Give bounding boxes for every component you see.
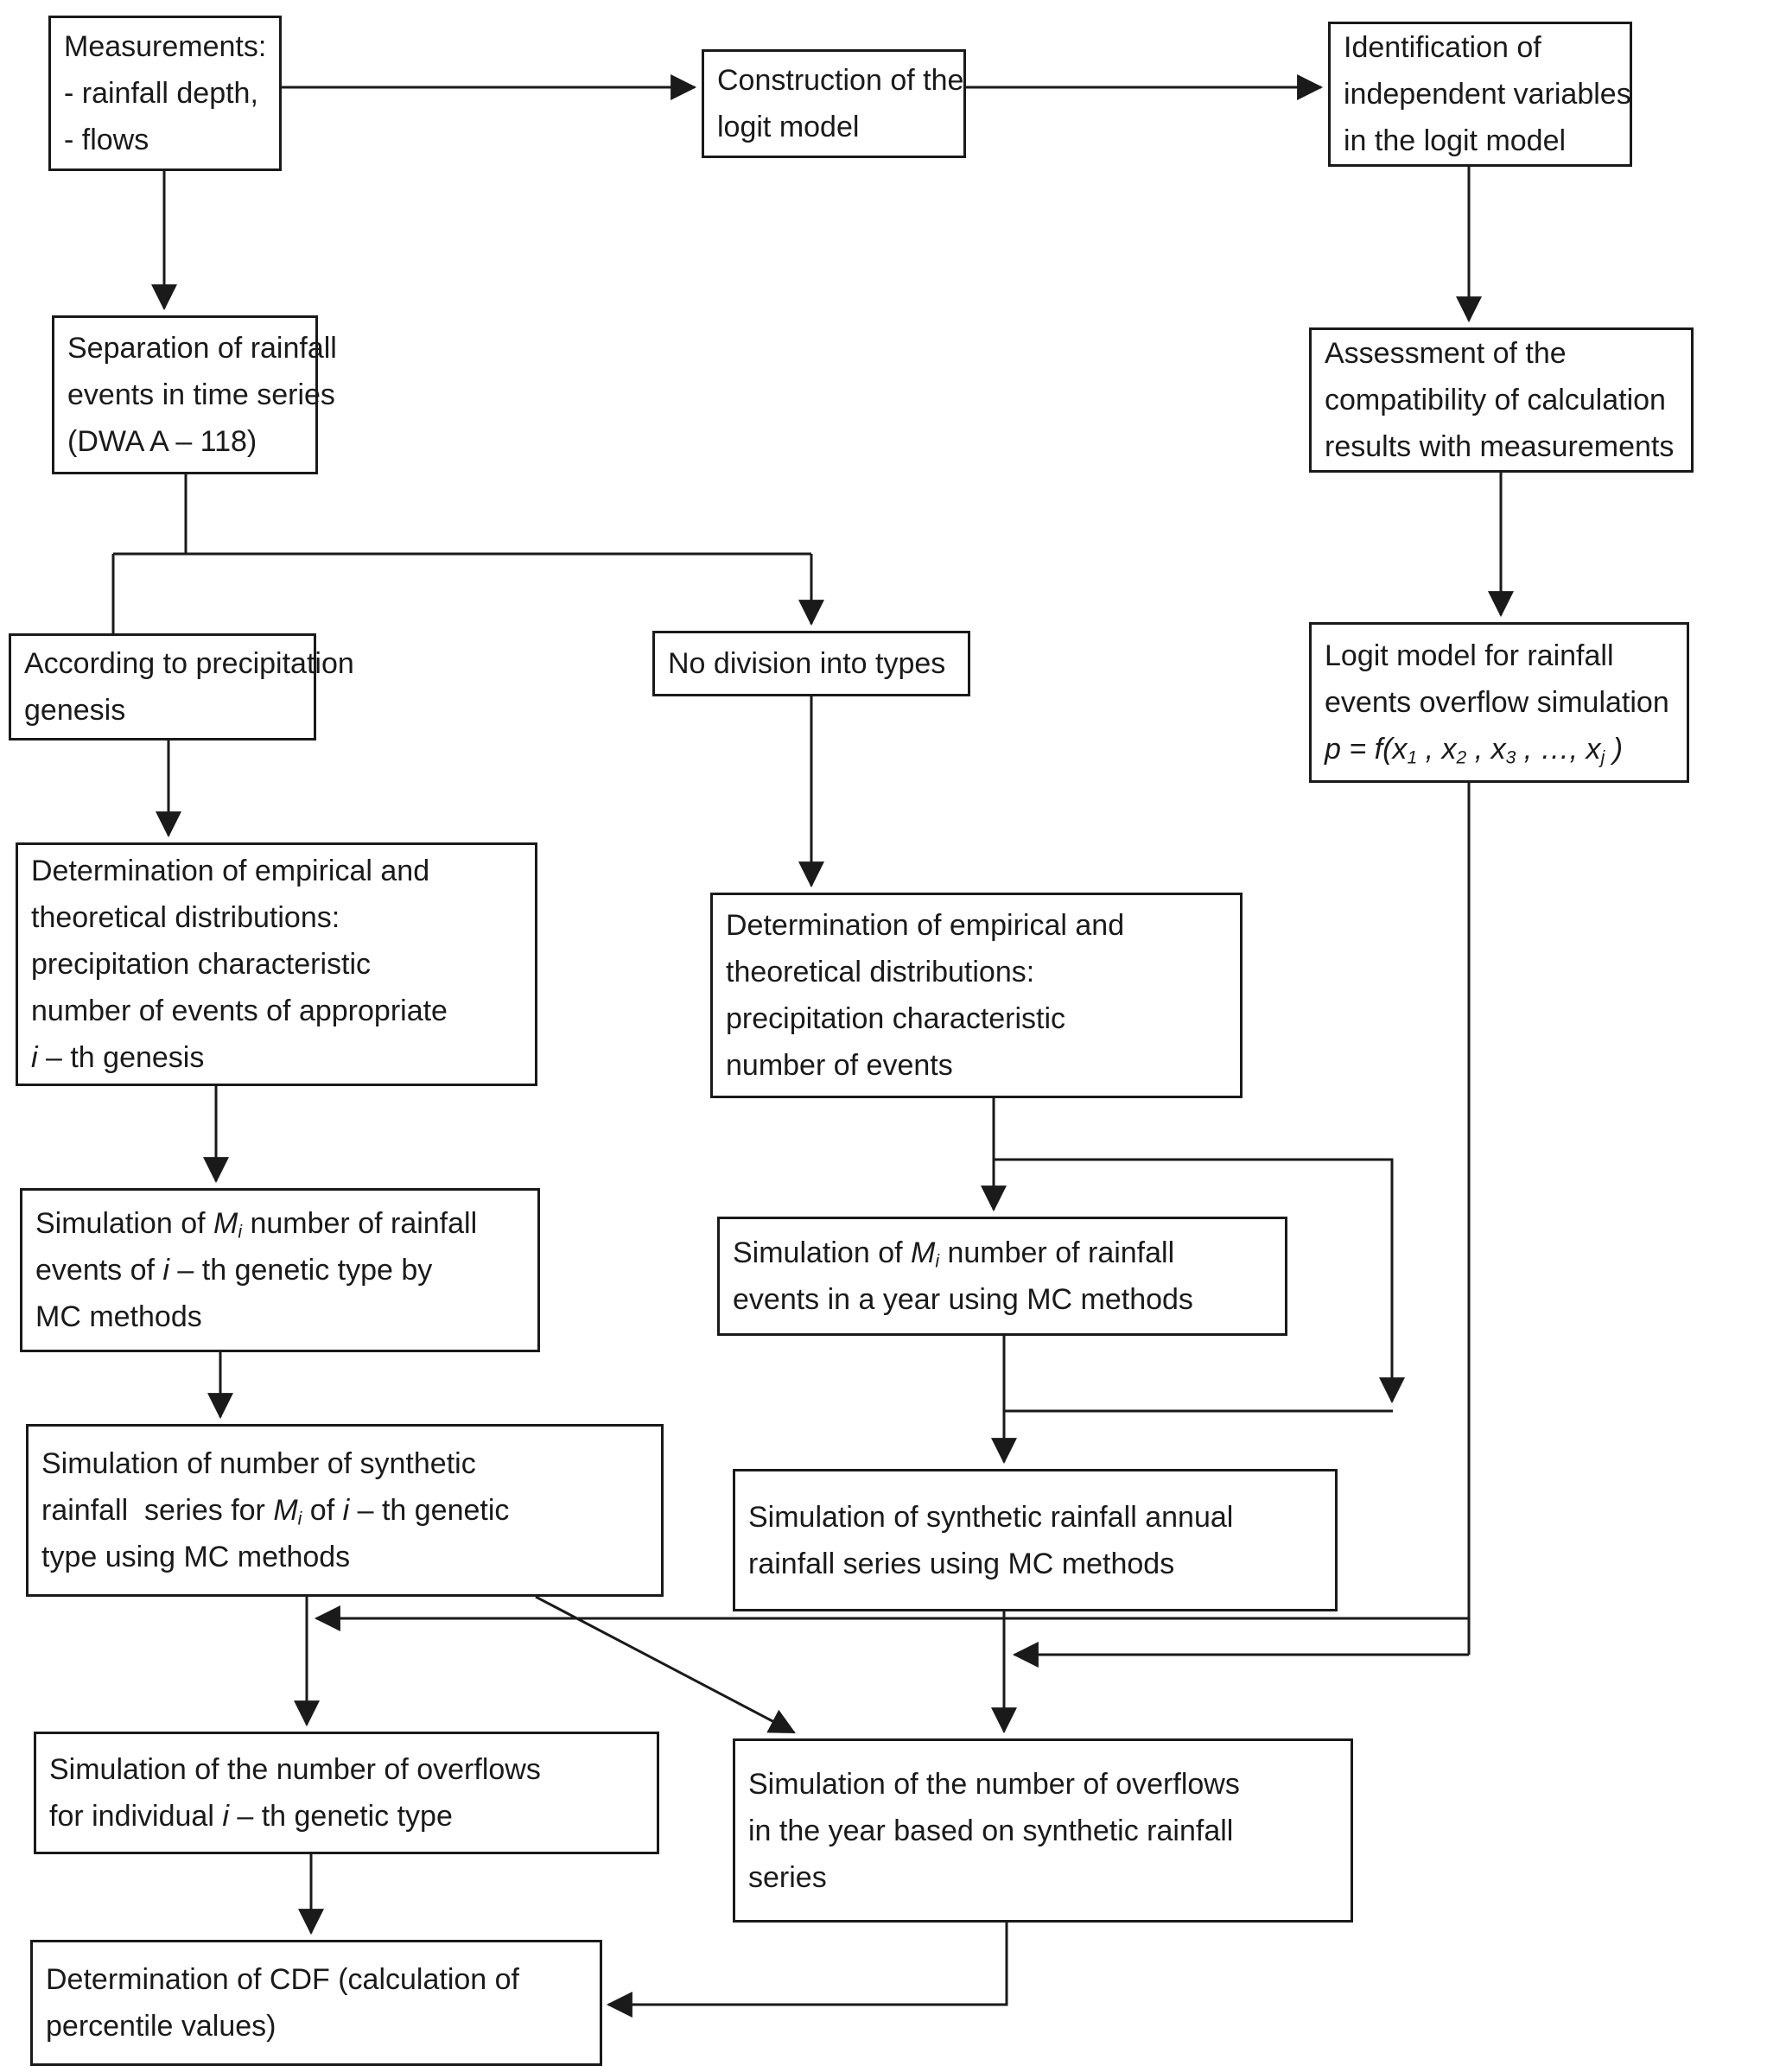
flow-node-annual: Simulation of synthetic rainfall annual …	[733, 1469, 1338, 1611]
flow-node-det-left: Determination of empirical and theoretic…	[16, 842, 537, 1086]
flow-node-det-mid: Determination of empirical and theoretic…	[710, 893, 1243, 1098]
flow-edge-overflow-mid-to-cdf	[606, 1923, 1008, 2018]
flow-node-construction: Construction of the logit model	[702, 49, 966, 158]
flow-edge-syn-left-to-overflow-mid-diagonal	[535, 1595, 796, 1734]
flow-node-syn-left: Simulation of number of synthetic rainfa…	[26, 1424, 664, 1597]
flow-node-no-division: No division into types	[652, 631, 970, 696]
flow-node-label: Determination of empirical and theoretic…	[31, 855, 448, 1074]
flow-node-assessment: Assessment of the compatibility of calcu…	[1309, 327, 1694, 473]
flow-node-label: Separation of rainfall events in time se…	[67, 332, 337, 458]
flow-node-label: Simulation of number of synthetic rainfa…	[41, 1447, 510, 1573]
flow-node-label: Logit model for rainfall events overflow…	[1325, 639, 1669, 768]
flow-node-cdf: Determination of CDF (calculation of per…	[30, 1940, 602, 2066]
flow-node-label: Measurements: - rainfall depth, - flows	[64, 30, 267, 156]
flow-node-label: Simulation of synthetic rainfall annual …	[748, 1500, 1234, 1580]
flow-node-label: No division into types	[668, 647, 946, 680]
flow-node-label: Simulation of the number of overflows fo…	[49, 1753, 541, 1833]
flow-node-mi-left: Simulation of Mi number of rainfall even…	[20, 1188, 540, 1352]
flow-node-label: Simulation of the number of overflows in…	[748, 1767, 1240, 1894]
flow-node-label: Determination of empirical and theoretic…	[726, 909, 1125, 1082]
flow-node-identification: Identification of independent variables …	[1328, 22, 1632, 167]
flow-node-logit-model: Logit model for rainfall events overflow…	[1309, 622, 1689, 783]
flow-node-overflow-mid: Simulation of the number of overflows in…	[733, 1738, 1353, 1923]
flow-node-mi-year: Simulation of Mi number of rainfall even…	[717, 1217, 1287, 1336]
flow-node-label: Identification of independent variables …	[1344, 31, 1631, 157]
flow-node-label: Assessment of the compatibility of calcu…	[1325, 337, 1675, 463]
flow-node-according: According to precipitation genesis	[9, 633, 354, 740]
flow-node-label: Determination of CDF (calculation of per…	[46, 1963, 520, 2043]
flow-node-label: Simulation of Mi number of rainfall even…	[35, 1207, 478, 1333]
flow-node-label: According to precipitation genesis	[24, 647, 354, 727]
flow-node-overflow-left: Simulation of the number of overflows fo…	[34, 1732, 659, 1854]
flow-node-measurements: Measurements: - rainfall depth, - flows	[48, 16, 282, 171]
flow-node-label: Simulation of Mi number of rainfall even…	[733, 1236, 1193, 1316]
flow-node-separation: Separation of rainfall events in time se…	[52, 315, 337, 474]
flow-node-label: Construction of the logit model	[717, 64, 964, 143]
